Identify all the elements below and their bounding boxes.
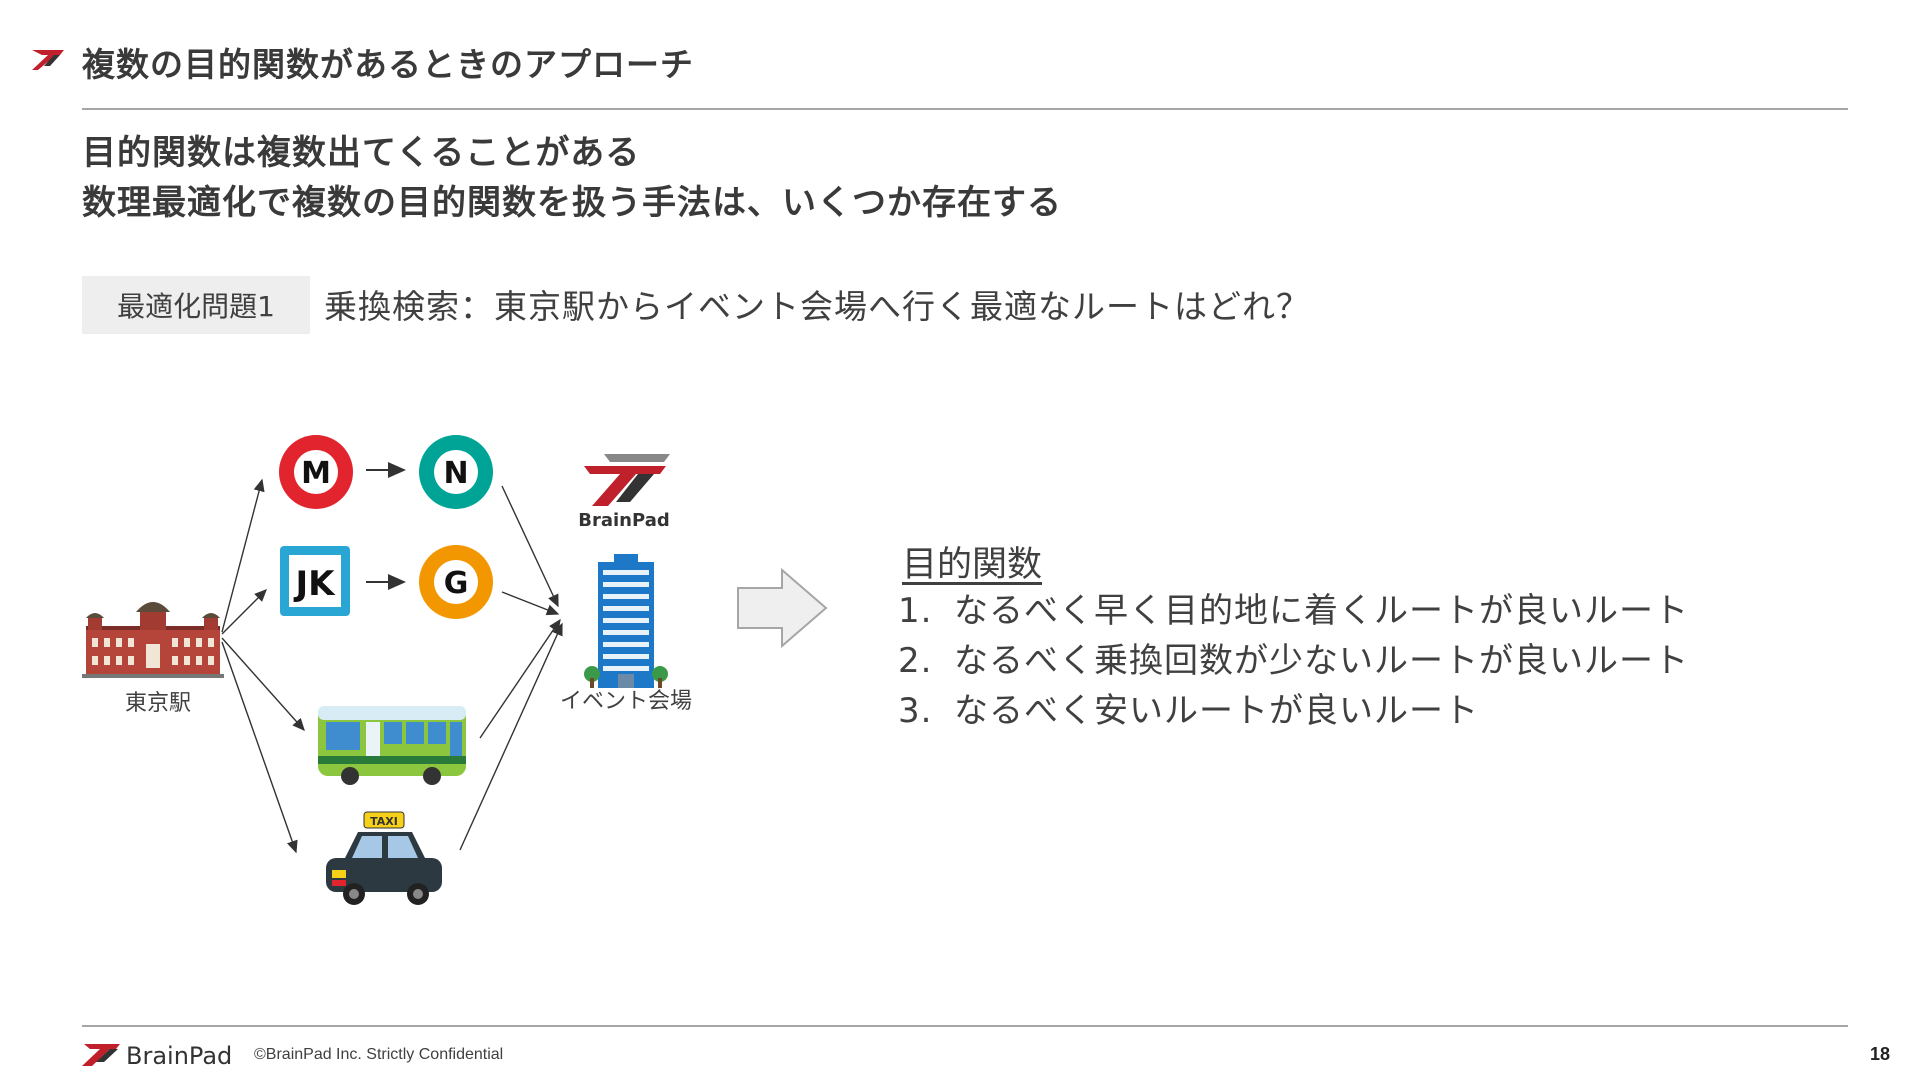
objectives-title: 目的関数 xyxy=(902,545,1043,585)
problem-statement: 乗換検索：東京駅からイベント会場へ行く最適なルートはどれ？ xyxy=(324,287,1310,326)
tokyo-station-icon xyxy=(82,602,224,678)
brainpad-mark-icon: BrainPad xyxy=(578,454,670,531)
result-arrow-icon xyxy=(737,568,828,648)
bus-icon xyxy=(318,706,466,785)
route-arrow-from-taxi xyxy=(459,622,563,851)
footer-brainpad-logo-icon: BrainPad xyxy=(82,1042,232,1070)
svg-text:BrainPad: BrainPad xyxy=(126,1042,232,1070)
route-arrow-taxi xyxy=(221,641,298,854)
lead-text: 目的関数は複数出てくることがある 数理最適化で複数の目的関数を扱う手法は、いくつ… xyxy=(82,128,1062,228)
brainpad-logo-icon xyxy=(32,50,64,70)
jr-keihin-tohoku-icon: JK xyxy=(280,546,350,616)
lead-line-2: 数理最適化で複数の目的関数を扱う手法は、いくつか存在する xyxy=(82,183,1062,223)
list-item: 3.なるべく安いルートが良いルート xyxy=(898,691,1479,731)
origin-label: 東京駅 xyxy=(125,691,191,716)
taxi-icon: TAXI xyxy=(326,811,442,905)
footer-copyright: ©BrainPad Inc. Strictly Confidential xyxy=(254,1046,504,1063)
metro-m-icon: M xyxy=(279,435,353,509)
route-diagram: 東京駅 M N JK G xyxy=(82,435,692,905)
slide-title: 複数の目的関数があるときのアプローチ xyxy=(82,45,694,84)
metro-n-icon: N xyxy=(419,435,493,509)
route-arrow-metro xyxy=(221,478,265,633)
svg-text:BrainPad: BrainPad xyxy=(578,510,669,531)
svg-text:TAXI: TAXI xyxy=(370,815,398,828)
route-arrow-from-g xyxy=(501,591,560,616)
route-arrow-from-bus xyxy=(479,618,561,739)
svg-text:M: M xyxy=(301,456,331,491)
title-divider xyxy=(82,108,1848,110)
page-number: 18 xyxy=(1870,1044,1891,1064)
svg-text:N: N xyxy=(443,456,468,491)
route-arrow-from-n xyxy=(501,485,559,608)
metro-g-icon: G xyxy=(419,545,493,619)
footer-divider xyxy=(82,1025,1848,1027)
svg-text:G: G xyxy=(444,566,469,601)
list-item: 2.なるべく乗換回数が少ないルートが良いルート xyxy=(898,641,1689,681)
route-arrow-jr xyxy=(221,589,267,635)
route-arrow-bus xyxy=(221,637,305,732)
svg-text:JK: JK xyxy=(294,564,337,604)
lead-line-1: 目的関数は複数出てくることがある xyxy=(82,133,641,173)
event-hall-building-icon xyxy=(584,554,668,688)
problem-tag: 最適化問題1 xyxy=(82,276,310,334)
list-item: 1.なるべく早く目的地に着くルートが良いルート xyxy=(898,591,1689,631)
objectives-list: 1.なるべく早く目的地に着くルートが良いルート 2.なるべく乗換回数が少ないルー… xyxy=(898,586,1689,736)
destination-label: イベント会場 xyxy=(560,689,692,714)
